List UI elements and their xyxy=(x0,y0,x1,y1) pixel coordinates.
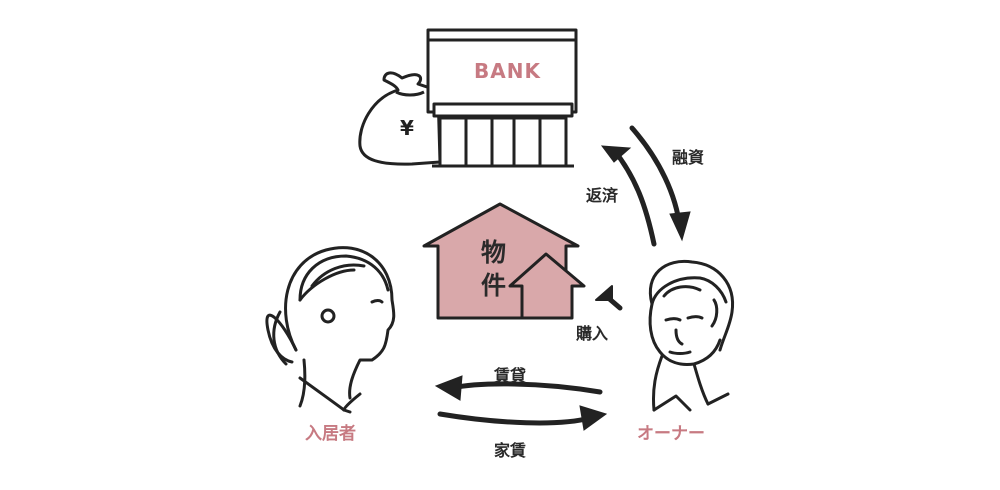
owner-label: オーナー xyxy=(637,424,705,444)
rent-label: 家賃 xyxy=(494,441,527,460)
lease-label: 賃貸 xyxy=(494,366,527,385)
bank-sign: BANK xyxy=(474,59,541,83)
owner-man-icon xyxy=(648,259,735,412)
rent-arrow xyxy=(437,405,608,431)
yen-symbol: ¥ xyxy=(400,116,414,140)
loan-label: 融資 xyxy=(672,148,705,167)
money-bag-icon: ¥ xyxy=(358,71,442,166)
property-house-icon xyxy=(422,202,586,320)
repayment-label: 返済 xyxy=(586,186,619,205)
bank-building-icon xyxy=(426,28,578,168)
tenant-woman-icon xyxy=(265,246,396,414)
tenant-label: 入居者 xyxy=(305,424,356,444)
property-label: 物件 xyxy=(481,238,507,300)
purchase-arrow xyxy=(595,285,623,311)
repayment-arrow xyxy=(600,145,657,247)
lease-arrow xyxy=(434,375,603,401)
loan-arrow xyxy=(629,125,691,242)
purchase-label: 購入 xyxy=(576,324,609,343)
